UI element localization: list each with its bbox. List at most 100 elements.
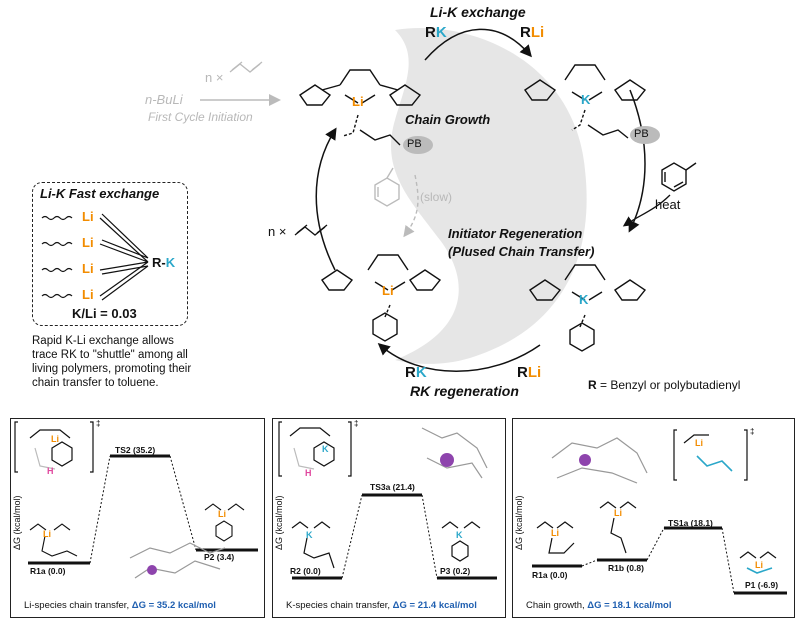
rli-top-r: R — [520, 24, 531, 41]
energy-panel-chain-growth — [512, 418, 795, 618]
svg-text:H: H — [305, 468, 312, 478]
butadiene-top — [229, 61, 263, 73]
svg-text:‡: ‡ — [96, 419, 100, 428]
chain-growth-label: Chain Growth — [405, 112, 491, 127]
rli-bottom-li: Li — [527, 364, 542, 381]
li-label-top-complex: Li — [352, 94, 364, 109]
panel2-ts-k: K — [322, 444, 329, 454]
rk-bottom-k: K — [415, 364, 427, 381]
li-k-fast-exchange-box — [32, 182, 188, 326]
panel2-level-r2: R2 (0.0) — [290, 566, 321, 576]
rk-bottom-label: RK — [405, 364, 427, 381]
arrow-right-down — [628, 89, 646, 233]
box-rk-r: R- — [152, 255, 166, 270]
panel3-r1b-li: Li — [614, 508, 622, 518]
r-definition-bold: R — [588, 378, 597, 392]
energy-panel-k-transfer — [272, 418, 506, 618]
box-ratio: K/Li = 0.03 — [72, 306, 137, 321]
complex-k-bottom — [529, 264, 647, 352]
panel3-caption-prefix: Chain growth, — [526, 600, 588, 611]
box-li-1: Li — [82, 209, 94, 224]
box-rk-k: K — [165, 255, 176, 270]
box-title: Li-K Fast exchange — [40, 186, 160, 201]
li-k-exchange-label: Li-K exchange — [430, 4, 526, 20]
plused-chain-transfer-label: (Plused Chain Transfer) — [448, 244, 595, 259]
r-definition: R = Benzyl or polybutadienyl — [588, 378, 740, 392]
box-rk: R-K — [152, 255, 175, 270]
arrow-bottom — [377, 343, 541, 372]
pb-oval-left — [403, 136, 433, 154]
heat-label: heat — [655, 197, 681, 212]
panel3-diagram: ‡ — [532, 427, 787, 595]
arrow-slow-dashed — [403, 174, 419, 238]
exchange-lines-graphic — [41, 213, 149, 301]
panel3-caption: Chain growth, ΔG = 18.1 kcal/mol — [526, 600, 671, 611]
butadiene-left — [294, 224, 328, 236]
complex-k-top — [524, 64, 647, 139]
background-swoosh — [391, 28, 587, 364]
catalytic-cycle-graphic — [200, 28, 697, 372]
slow-label: (slow) — [420, 190, 452, 204]
toluene-right — [661, 162, 697, 192]
panel1-caption: Li-species chain transfer, ΔG = 35.2 kca… — [24, 600, 216, 611]
box-li-2: Li — [82, 235, 94, 250]
panel3-p-li: Li — [755, 560, 763, 570]
panel1-level-ts2: TS2 (35.2) — [115, 445, 156, 455]
panel3-level-ts1a: TS1a (18.1) — [668, 518, 713, 528]
rk-bottom-r: R — [405, 364, 416, 381]
n-butadiene-label: n × — [205, 70, 224, 85]
rli-bottom-label: RLi — [517, 364, 541, 381]
rli-top-label: RLi — [520, 24, 544, 41]
box-description: Rapid K-Li exchange allows trace RK to "… — [32, 335, 192, 389]
arrow-heat — [622, 194, 671, 227]
pb-label-right: PB — [634, 128, 649, 140]
pb-label-left: PB — [407, 138, 422, 150]
rli-bottom-r: R — [517, 364, 528, 381]
panel2-p-k: K — [456, 530, 463, 540]
toluene-slow — [374, 167, 400, 207]
arrow-top-exchange — [424, 28, 532, 61]
panel3-caption-dg: ΔG = 18.1 kcal/mol — [587, 600, 672, 611]
panel1-level-p2: P2 (3.4) — [204, 552, 235, 562]
first-cycle-label: First Cycle Initiation — [148, 110, 253, 124]
panel1-caption-prefix: Li-species chain transfer, — [24, 600, 132, 611]
panel1-r-li: Li — [43, 529, 51, 539]
panel2-level-p3: P3 (0.2) — [440, 566, 471, 576]
complex-li-top — [299, 69, 422, 146]
k-label-top-complex: K — [581, 92, 591, 107]
rk-regeneration-label: RK regeneration — [410, 383, 519, 399]
nbuli-label: n-BuLi — [145, 92, 183, 107]
panel3-level-r1b: R1b (0.8) — [608, 563, 644, 573]
rk-top-k: K — [435, 24, 447, 41]
arrow-left-up — [315, 127, 337, 271]
rk-top-label: RK — [425, 24, 447, 41]
pb-oval-right — [630, 126, 660, 144]
panel3-level-p1: P1 (-6.9) — [745, 580, 779, 590]
panel2-level-ts3a: TS3a (21.4) — [370, 482, 415, 492]
panel2-caption: K-species chain transfer, ΔG = 21.4 kcal… — [286, 600, 477, 611]
panel2-caption-dg: ΔG = 21.4 kcal/mol — [392, 600, 477, 611]
svg-text:H: H — [47, 466, 54, 476]
box-li-4: Li — [82, 287, 94, 302]
panel1-level-r1a: R1a (0.0) — [30, 566, 66, 576]
panel3-ts-li: Li — [695, 438, 703, 448]
li-label-bottom-complex: Li — [382, 283, 394, 298]
panel1-diagram: ‡ H — [14, 419, 258, 579]
panel2-caption-prefix: K-species chain transfer, — [286, 600, 393, 611]
n-butadiene-left-label: n × — [268, 224, 287, 239]
box-li-3: Li — [82, 261, 94, 276]
svg-text:‡: ‡ — [354, 419, 358, 428]
rk-top-r: R — [425, 24, 436, 41]
complex-li-bottom — [321, 254, 442, 342]
panel2-r-k: K — [306, 530, 313, 540]
rli-top-li: Li — [530, 24, 545, 41]
k-label-bottom-complex: K — [579, 292, 589, 307]
panel2-diagram: ‡ H — [278, 419, 497, 580]
panel1-caption-dg: ΔG = 35.2 kcal/mol — [131, 600, 216, 611]
r-definition-text: = Benzyl or polybutadienyl — [596, 378, 741, 392]
panel1-p-li: Li — [218, 509, 226, 519]
panel3-level-r1a: R1a (0.0) — [532, 570, 568, 580]
energy-panel-li-transfer — [10, 418, 265, 618]
svg-text:‡: ‡ — [750, 427, 754, 436]
initiator-regen-label: Initiator Regeneration — [448, 226, 583, 241]
